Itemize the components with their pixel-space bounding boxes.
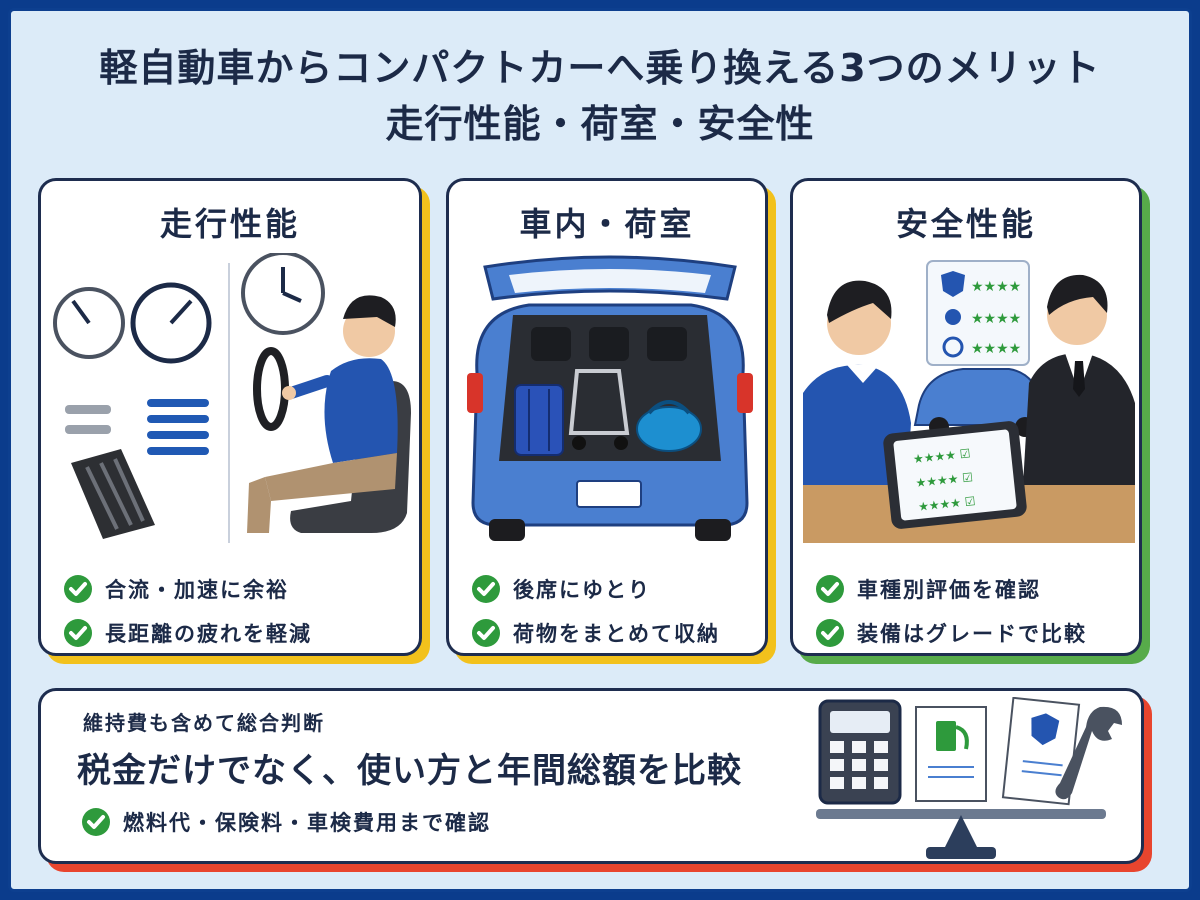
fuel-icon (915, 706, 987, 802)
scale-icon (816, 809, 1106, 859)
card-cabin-cargo: 車内・荷室 後席にゆとり (446, 178, 768, 656)
svg-text:★★★★ ☑: ★★★★ ☑ (917, 494, 976, 514)
check-text: 燃料代・保険料・車検費用まで確認 (123, 811, 491, 835)
svg-text:★★★★: ★★★★ (971, 341, 1021, 357)
check-list: 合流・加速に余裕 長距離の疲れを軽減 (63, 569, 409, 653)
check-text: 荷物をまとめて収納 (513, 622, 720, 646)
check-text: 後席にゆとり (513, 578, 651, 602)
check-icon (816, 619, 844, 647)
bottom-subtitle: 維持費も含めて総合判断 (83, 711, 325, 735)
bottom-headline: 税金だけでなく、使い方と年間総額を比較 (77, 751, 742, 791)
driving-illustration (53, 253, 411, 543)
card-title: 車内・荷室 (519, 205, 695, 243)
check-icon (472, 575, 500, 603)
speedometer-icon (53, 287, 125, 359)
check-list: 後席にゆとり 荷物をまとめて収納 (471, 569, 755, 653)
check-item: 荷物をまとめて収納 (471, 613, 755, 653)
svg-text:★★★★: ★★★★ (971, 311, 1021, 327)
bottom-panel-maintenance-cost: 維持費も含めて総合判断 税金だけでなく、使い方と年間総額を比較 燃料代・保険料・… (38, 688, 1144, 864)
card-title: 安全性能 (895, 205, 1036, 243)
check-icon (472, 619, 500, 647)
safety-illustration: ★★★★ ★★★★ ★★★★ ★★★★ ☑ ★★★★ ☑ ★★★★ ☑ (803, 260, 1135, 543)
title-line-2: 走行性能・荷室・安全性 (385, 102, 815, 146)
calculator-icon (818, 699, 902, 805)
check-icon (64, 619, 92, 647)
check-icon (816, 575, 844, 603)
svg-text:★★★★ ☑: ★★★★ ☑ (915, 470, 974, 490)
speedometer-icon (130, 282, 212, 364)
check-icon (64, 575, 92, 603)
main-title: 軽自動車からコンパクトカーへ乗り換える3つのメリット 走行性能・荷室・安全性 (0, 40, 1200, 152)
cargo-illustration (467, 255, 753, 541)
card-safety-performance: 安全性能 ★★★★ ★★★★ ★★★★ ★★★★ ☑ ★★★★ ☑ ★★★★ ☑ (790, 178, 1142, 656)
check-item: 長距離の疲れを軽減 (63, 613, 409, 653)
cost-illustration (816, 697, 1122, 859)
check-item: 装備はグレードで比較 (815, 613, 1129, 653)
svg-text:★★★★: ★★★★ (971, 279, 1021, 295)
check-item: 合流・加速に余裕 (63, 569, 409, 609)
check-text: 車種別評価を確認 (857, 578, 1041, 602)
check-item: 燃料代・保険料・車検費用まで確認 (81, 807, 491, 837)
shield-icon (941, 271, 965, 297)
clock-icon (241, 253, 325, 335)
svg-text:★★★★ ☑: ★★★★ ☑ (912, 446, 971, 466)
check-text: 合流・加速に余裕 (105, 578, 289, 602)
check-text: 装備はグレードで比較 (857, 622, 1087, 646)
check-text: 長距離の疲れを軽減 (105, 622, 312, 646)
wrench-icon (1055, 706, 1122, 800)
card-driving-performance: 走行性能 (38, 178, 422, 656)
check-item: 車種別評価を確認 (815, 569, 1129, 609)
pedal-icon (71, 449, 155, 539)
shield-document-icon (1001, 697, 1081, 806)
check-icon (82, 808, 110, 836)
card-title: 走行性能 (159, 205, 300, 243)
check-item: 後席にゆとり (471, 569, 755, 609)
check-list: 車種別評価を確認 装備はグレードで比較 (815, 569, 1129, 653)
title-line-1: 軽自動車からコンパクトカーへ乗り換える3つのメリット (99, 46, 1101, 90)
